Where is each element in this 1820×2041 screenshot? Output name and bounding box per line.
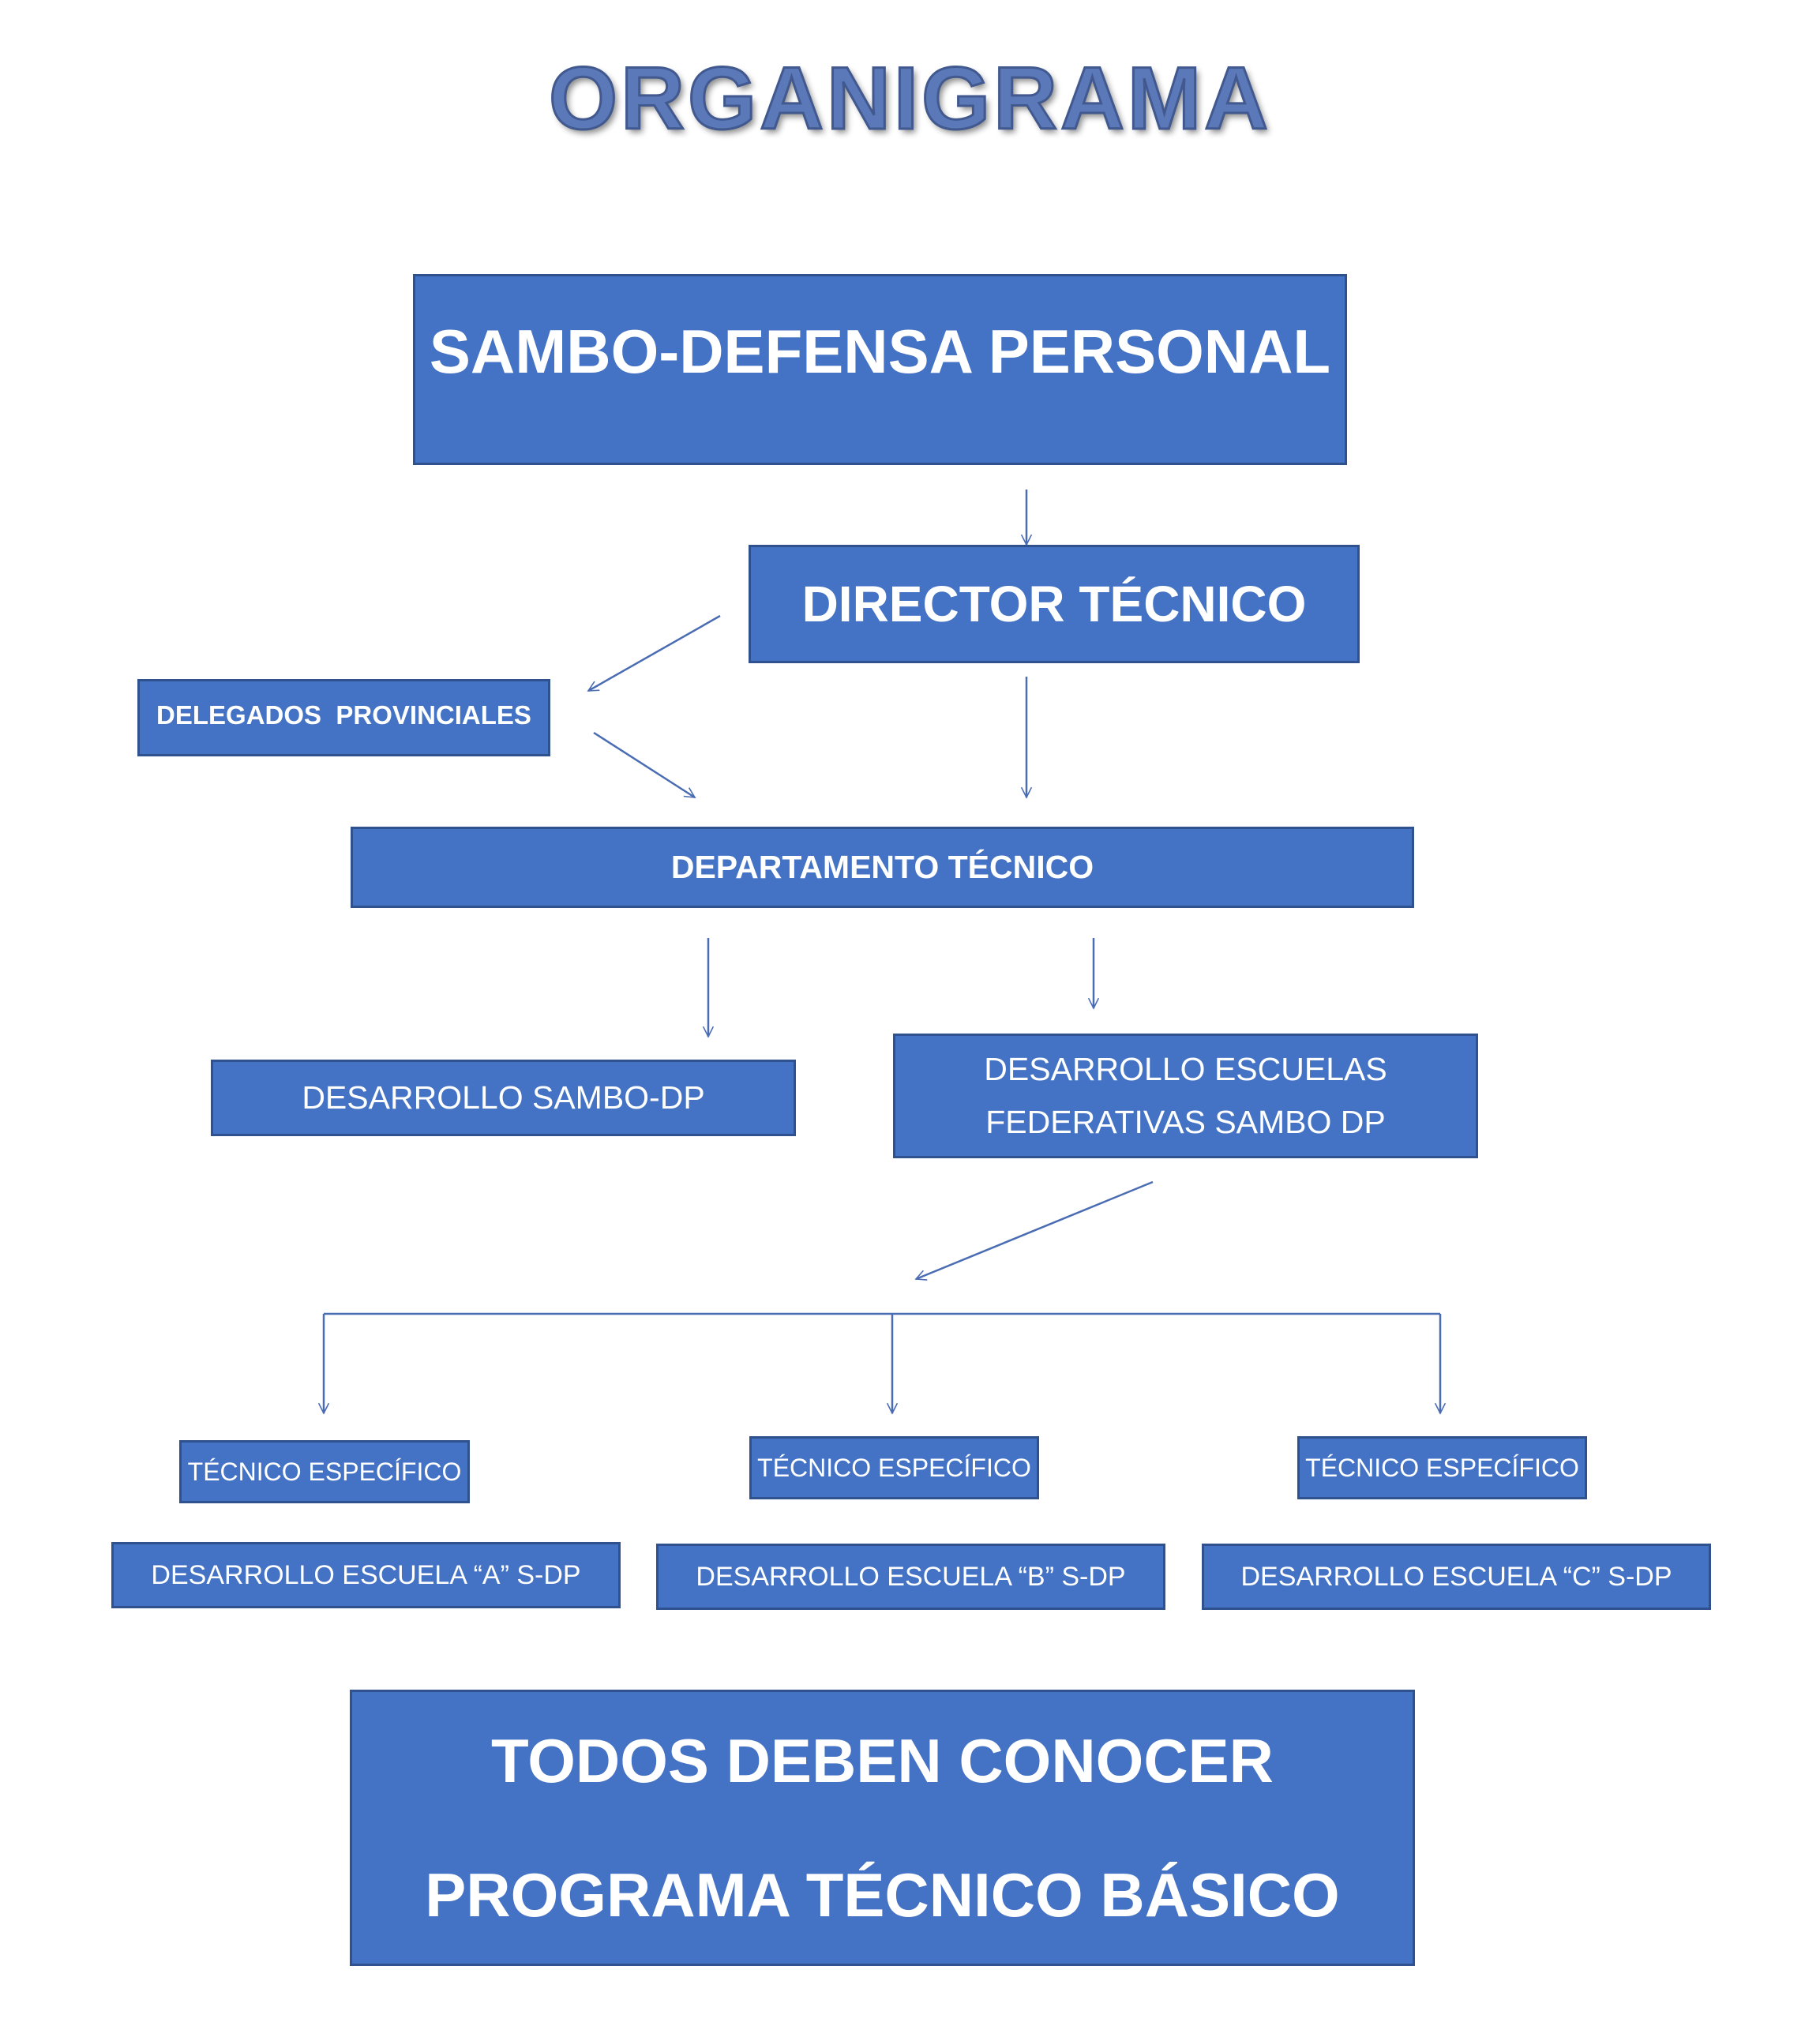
- box-sambo-defensa-personal: SAMBO-DEFENSA PERSONAL: [413, 274, 1347, 465]
- box-desarrollo-escuela-c-label: DESARROLLO ESCUELA “C” S-DP: [1240, 1561, 1672, 1592]
- box-desarrollo-escuela-c: DESARROLLO ESCUELA “C” S-DP: [1202, 1544, 1711, 1610]
- box-tecnico-especifico-b: TÉCNICO ESPECÍFICO: [749, 1436, 1039, 1499]
- box-desarrollo-escuela-b-label: DESARROLLO ESCUELA “B” S-DP: [696, 1561, 1126, 1592]
- box-tecnico-especifico-b-label: TÉCNICO ESPECÍFICO: [757, 1453, 1031, 1482]
- box-tecnico-especifico-c: TÉCNICO ESPECÍFICO: [1297, 1436, 1587, 1499]
- box-desarrollo-escuela-b: DESARROLLO ESCUELA “B” S-DP: [656, 1544, 1165, 1610]
- arrow-escuelas-to-branch: [916, 1180, 1154, 1279]
- box-tecnico-especifico-c-label: TÉCNICO ESPECÍFICO: [1305, 1453, 1579, 1482]
- box-departamento-tecnico: DEPARTAMENTO TÉCNICO: [351, 827, 1414, 908]
- box-director-tecnico-label: DIRECTOR TÉCNICO: [801, 576, 1307, 632]
- box-sambo-defensa-personal-label: SAMBO-DEFENSA PERSONAL: [429, 317, 1331, 386]
- box-desarrollo-sambo-dp-label: DESARROLLO SAMBO-DP: [302, 1079, 705, 1116]
- box-desarrollo-escuela-a: DESARROLLO ESCUELA “A” S-DP: [111, 1542, 621, 1608]
- box-delegados-provinciales-label: DELEGADOS PROVINCIALES: [156, 700, 531, 730]
- box-desarrollo-escuelas-line2: FEDERATIVAS SAMBO DP: [985, 1104, 1386, 1140]
- box-departamento-tecnico-label: DEPARTAMENTO TÉCNICO: [670, 849, 1094, 885]
- box-footer-line2: PROGRAMA TÉCNICO BÁSICO: [425, 1860, 1340, 1930]
- box-desarrollo-escuelas-line1: DESARROLLO ESCUELAS: [984, 1051, 1387, 1087]
- box-desarrollo-sambo-dp: DESARROLLO SAMBO-DP: [211, 1060, 796, 1136]
- page-title: ORGANIGRAMA: [547, 48, 1272, 149]
- box-tecnico-especifico-a: TÉCNICO ESPECÍFICO: [179, 1440, 470, 1503]
- box-todos-deben-conocer: TODOS DEBEN CONOCER PROGRAMA TÉCNICO BÁS…: [350, 1690, 1415, 1966]
- box-desarrollo-escuelas-federativas: DESARROLLO ESCUELAS FEDERATIVAS SAMBO DP: [893, 1034, 1478, 1158]
- box-delegados-provinciales: DELEGADOS PROVINCIALES: [137, 679, 550, 756]
- arrow-director-to-delegados: [588, 614, 721, 692]
- arrow-delegados-to-departamento: [593, 731, 695, 799]
- box-desarrollo-escuela-a-label: DESARROLLO ESCUELA “A” S-DP: [151, 1559, 581, 1590]
- box-footer-line1: TODOS DEBEN CONOCER: [491, 1726, 1274, 1795]
- box-director-tecnico: DIRECTOR TÉCNICO: [749, 545, 1360, 663]
- box-tecnico-especifico-a-label: TÉCNICO ESPECÍFICO: [187, 1457, 462, 1486]
